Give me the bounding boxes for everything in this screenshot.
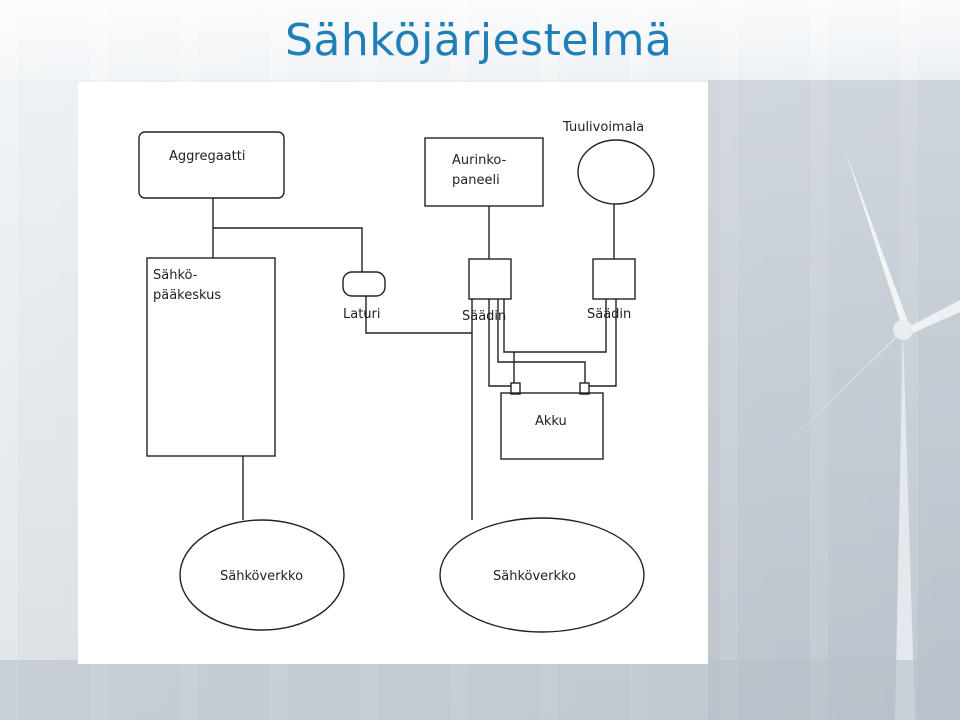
tuulivoimala-circle — [577, 139, 655, 205]
wire-wind-akku-b — [589, 299, 617, 387]
label-aggregaatti: Aggregaatti — [169, 149, 245, 164]
label-akku: Akku — [535, 414, 567, 429]
akku-box — [500, 392, 604, 460]
laturi-box — [342, 271, 386, 297]
label-saadin-wind: Säädin — [587, 307, 631, 322]
slide-title: Sähköjärjestelmä — [285, 15, 673, 66]
wire-solar-akku-b — [497, 299, 586, 383]
saadin-wind-box — [592, 258, 636, 300]
sahkoverkko-right-ellipse — [439, 517, 645, 633]
label-sahkoverkko-right: Sähköverkko — [493, 569, 576, 584]
akku-terminal-left — [510, 382, 521, 395]
diagram-panel — [78, 82, 708, 664]
label-tuulivoimala: Tuulivoimala — [562, 120, 644, 135]
aurinkopaneeli-box — [424, 137, 544, 207]
label-aurinkopaneeli-1: Aurinko- — [452, 153, 507, 168]
aggregaatti-box — [138, 131, 285, 199]
label-sahkoverkko-left: Sähköverkko — [220, 569, 303, 584]
wire-solar-akku-c — [503, 299, 586, 353]
wire-aggregaatti-laturi — [213, 227, 363, 272]
title-band — [0, 0, 960, 80]
saadin-solar-box — [468, 258, 512, 300]
label-saadin-solar: Säädin — [462, 309, 506, 324]
sahkopaakeskus-box — [146, 257, 276, 457]
sahkoverkko-left-ellipse — [179, 519, 345, 631]
label-sahkopaakeskus-1: Sähkö- — [153, 268, 198, 283]
wire-laturi-down — [365, 296, 472, 334]
wire-solar-akku-a — [488, 299, 511, 387]
label-sahkopaakeskus-2: pääkeskus — [153, 288, 221, 303]
wire-wind-akku-a — [586, 299, 607, 353]
label-aurinkopaneeli-2: paneeli — [452, 173, 500, 188]
label-laturi: Laturi — [343, 307, 381, 322]
